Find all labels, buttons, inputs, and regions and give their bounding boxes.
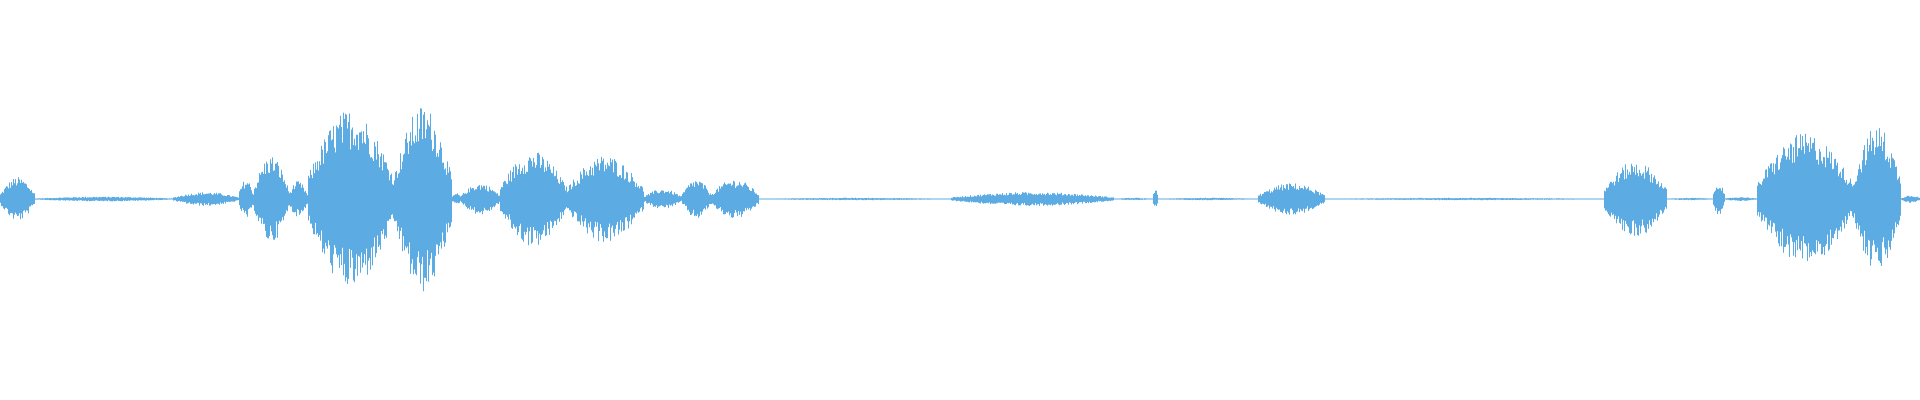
waveform-amplitude-path bbox=[0, 108, 1920, 292]
